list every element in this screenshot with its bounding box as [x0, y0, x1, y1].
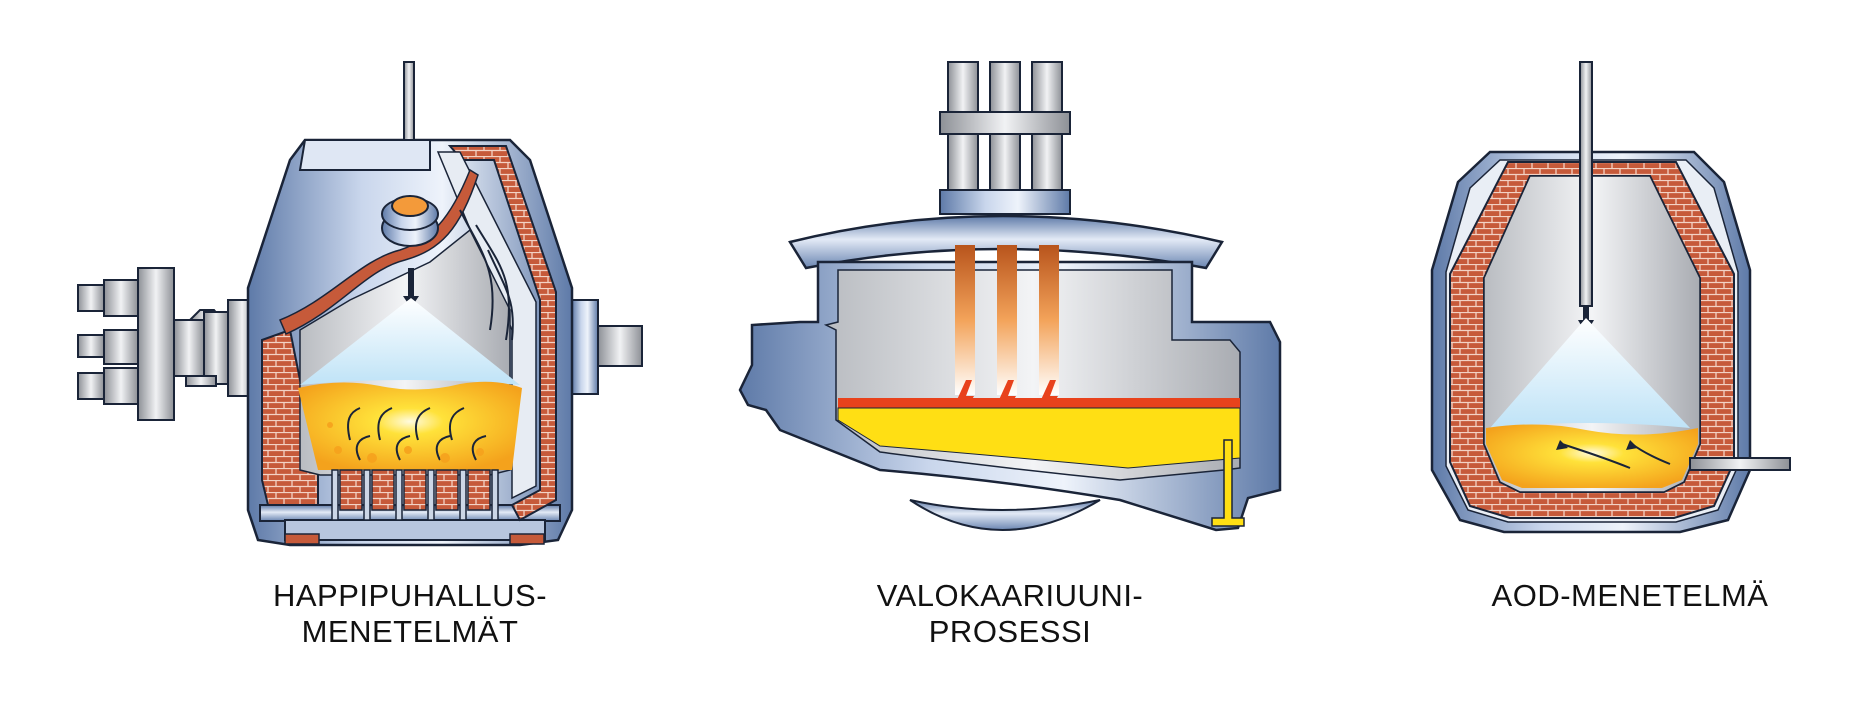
bof-brick-lining — [447, 145, 557, 522]
caption-aod-line-1: AOD-MENETELMÄ — [1491, 578, 1769, 613]
eaf-melt — [837, 407, 1241, 469]
stirring-arrows — [347, 407, 487, 461]
aod-lance — [1579, 61, 1593, 307]
slag-layer — [838, 398, 1240, 408]
bottom-tuyeres — [331, 469, 499, 521]
gas-swirls — [459, 209, 514, 341]
arc-columns — [955, 245, 1059, 395]
aod-furnace — [1430, 61, 1791, 534]
caption-eaf: VALOKAARIUUNI- PROSESSI — [800, 578, 1220, 650]
caption-bof: HAPPIPUHALLUS- MENETELMÄT — [200, 578, 620, 650]
caption-bof-line-2: MENETELMÄT — [301, 614, 519, 649]
tap-hole — [1211, 439, 1245, 527]
trunnion-drive — [77, 267, 257, 421]
caption-bof-line-1: HAPPIPUHALLUS- — [272, 578, 548, 613]
caption-eaf-line-2: PROSESSI — [928, 614, 1092, 649]
bof-melt — [298, 381, 522, 470]
oxygen-plume — [300, 298, 520, 385]
side-tuyere — [1689, 457, 1791, 471]
trunnion-right — [571, 299, 643, 395]
eaf-furnace — [738, 61, 1282, 532]
bof-furnace — [77, 61, 643, 547]
offgas-nozzle — [381, 195, 439, 247]
oxygen-lance — [403, 61, 415, 141]
aod-plume — [1490, 318, 1690, 428]
eaf-roof — [788, 214, 1224, 270]
aod-melt — [1486, 424, 1698, 488]
electrodes — [939, 61, 1071, 215]
caption-aod: AOD-MENETELMÄ — [1400, 578, 1860, 614]
caption-eaf-line-1: VALOKAARIUUNI- — [876, 578, 1144, 613]
